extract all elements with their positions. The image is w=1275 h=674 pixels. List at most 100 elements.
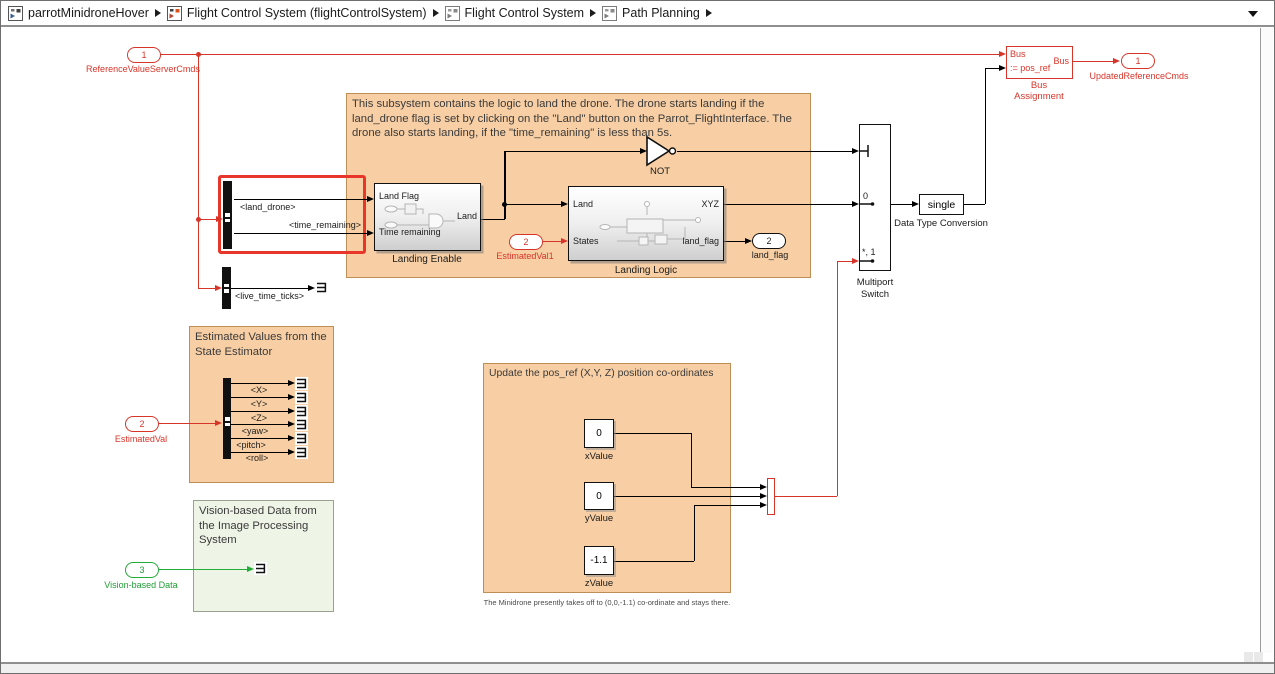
block-name-landing-enable: Landing Enable — [392, 254, 462, 265]
landing-logic-block[interactable]: Land States XYZ land_flag — [568, 186, 724, 261]
bus-assignment-block[interactable]: Bus := pos_ref Bus — [1006, 46, 1073, 79]
breadcrumb-label[interactable]: Path Planning — [622, 6, 700, 20]
breadcrumb-label[interactable]: Flight Control System — [464, 6, 585, 20]
signal-label-roll: <roll> — [245, 453, 269, 463]
wire-y[interactable] — [231, 396, 288, 398]
inport-2b-num: 2 — [523, 236, 529, 247]
mux-block[interactable] — [767, 478, 775, 515]
wire-single-out[interactable] — [964, 203, 985, 205]
terminator-icon[interactable] — [295, 376, 308, 390]
terminator-icon[interactable] — [295, 390, 308, 404]
outport-2-landflag[interactable]: 2 — [752, 233, 786, 249]
data-type-conversion-block[interactable]: single — [919, 194, 964, 215]
outport-1-num: 1 — [1135, 55, 1141, 66]
wire-xvalue[interactable] — [614, 432, 691, 434]
inport-2-estimatedval[interactable]: 2 — [125, 416, 159, 432]
arrowhead — [1113, 57, 1120, 64]
breadcrumb-item-model[interactable]: parrotMinidroneHover — [8, 5, 149, 21]
xvalue-constant-block[interactable]: 0 — [584, 419, 614, 448]
signal-label-live-time-ticks: <live_time_ticks> — [235, 291, 305, 301]
bus-port-notch — [225, 218, 230, 222]
wire-zvalue-in[interactable] — [694, 504, 760, 506]
breadcrumb-item-path-planning[interactable]: Path Planning — [602, 5, 700, 21]
wire-pitch[interactable] — [231, 437, 288, 439]
outport-1-updated[interactable]: 1 — [1121, 53, 1155, 69]
inport-3-vision[interactable]: 3 — [125, 562, 159, 578]
referenced-subsystem-icon — [166, 5, 182, 21]
estimated-values-box[interactable]: Estimated Values from the State Estimato… — [189, 326, 334, 483]
wire-refcmds-drop[interactable] — [197, 54, 199, 289]
breadcrumb-dropdown-icon[interactable] — [1248, 11, 1258, 17]
breadcrumb: parrotMinidroneHover Flight Control Syst… — [1, 1, 1274, 27]
wire-not-out[interactable] — [677, 150, 852, 152]
wire-xvalue-in[interactable] — [691, 486, 760, 488]
wire-land-to-logic[interactable] — [504, 203, 561, 205]
wire-yvalue[interactable] — [614, 495, 760, 497]
wire-xyz[interactable] — [724, 203, 852, 205]
wire-x[interactable] — [231, 382, 288, 384]
wire-time-remaining[interactable] — [234, 232, 367, 234]
junction-dot — [195, 216, 201, 222]
wire-to-busselector2[interactable] — [198, 287, 215, 289]
wire-land-to-not[interactable] — [504, 150, 640, 152]
breadcrumb-label[interactable]: Flight Control System (flightControlSyst… — [186, 6, 427, 20]
bus-selector-2[interactable] — [222, 267, 231, 309]
landing-enable-block[interactable]: Land Flag Time remaining Land — [374, 183, 481, 251]
wire-yaw[interactable] — [231, 423, 288, 425]
terminator-icon[interactable] — [295, 417, 308, 431]
wire-switch-out[interactable] — [891, 203, 912, 205]
wire-mux-to-switch[interactable] — [837, 260, 852, 262]
model-icon — [8, 5, 23, 21]
breadcrumb-item-flight-control[interactable]: Flight Control System — [444, 5, 585, 21]
wire-estimatedval1[interactable] — [541, 240, 561, 242]
estimated-values-title: Estimated Values from the State Estimato… — [195, 331, 327, 358]
arrowhead — [912, 200, 919, 207]
breadcrumb-label[interactable]: parrotMinidroneHover — [28, 6, 149, 20]
wire-to-busassign[interactable] — [985, 67, 999, 69]
vertical-scrollbar[interactable] — [1260, 28, 1273, 653]
inport-2-estimatedval1[interactable]: 2 — [509, 234, 543, 250]
wire-vision[interactable] — [157, 568, 247, 570]
terminator-icon[interactable] — [295, 404, 308, 418]
arrowhead — [999, 64, 1006, 71]
not-gate-block[interactable] — [645, 135, 679, 167]
wire-land-out[interactable] — [481, 218, 505, 220]
port-label-land-flag: land_flag — [682, 236, 719, 246]
inport-1[interactable]: 1 — [127, 47, 161, 63]
yvalue-constant-block[interactable]: 0 — [584, 482, 614, 510]
landing-logic-preview-icon — [599, 201, 701, 246]
wire-mux-out[interactable] — [775, 495, 837, 497]
terminator-icon[interactable] — [315, 281, 328, 294]
wire-xvalue-down[interactable] — [690, 433, 692, 487]
arrowhead — [745, 237, 752, 244]
wire-z[interactable] — [231, 410, 288, 412]
bus-port-notch — [225, 213, 230, 217]
terminator-icon[interactable] — [295, 445, 308, 459]
wire-busassign-out[interactable] — [1073, 60, 1113, 62]
arrowhead — [367, 195, 374, 202]
multiport-switch-marks — [860, 145, 875, 263]
outport-1-label: UpdatedReferenceCmds — [1089, 71, 1189, 81]
wire-land-branch[interactable] — [504, 151, 506, 219]
xvalue-value: 0 — [596, 428, 602, 439]
wire-land-drone[interactable] — [234, 198, 367, 200]
block-name-busassign-1: Bus — [1030, 80, 1048, 91]
wire-estimatedval[interactable] — [157, 422, 215, 424]
wire-refcmds-main[interactable] — [159, 53, 999, 55]
breadcrumb-item-flight-control-ref[interactable]: Flight Control System (flightControlSyst… — [166, 5, 427, 21]
wire-to-busselector1[interactable] — [198, 218, 216, 220]
wire-roll[interactable] — [231, 451, 288, 453]
wire-landflag-out[interactable] — [724, 240, 745, 242]
vision-data-box[interactable]: Vision-based Data from the Image Process… — [193, 500, 334, 612]
wire-single-up[interactable] — [984, 68, 986, 204]
terminator-icon[interactable] — [295, 431, 308, 445]
wire-mux-up[interactable] — [836, 261, 838, 496]
terminator-icon[interactable] — [254, 562, 267, 575]
multiport-switch-block[interactable]: 0 *, 1 — [859, 124, 891, 271]
zvalue-constant-block[interactable]: -1.1 — [584, 546, 614, 575]
wire-live-time-ticks[interactable] — [231, 287, 308, 289]
wire-zvalue-up[interactable] — [693, 505, 695, 561]
inport-1-label: ReferenceValueServerCmds — [86, 64, 200, 74]
block-name-busassign-2: Assignment — [1014, 91, 1064, 102]
wire-zvalue[interactable] — [614, 560, 694, 562]
